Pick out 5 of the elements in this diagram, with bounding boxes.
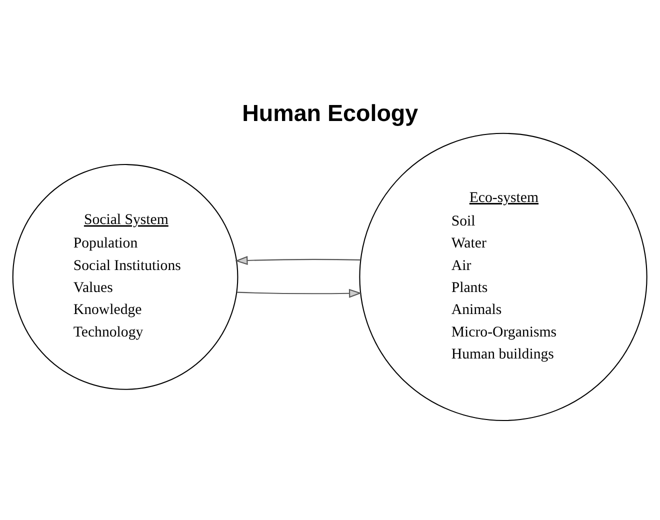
arrow [237,288,362,298]
node-circle: Eco-system Soil Water Air Plants Animals Micro-Organisms Human buildings [359,132,648,422]
node-circle: Social System Population Social Institutions Values Knowledge Technology [12,164,238,390]
arrow [234,256,360,265]
diagram-title: Human Ecology [242,100,418,126]
